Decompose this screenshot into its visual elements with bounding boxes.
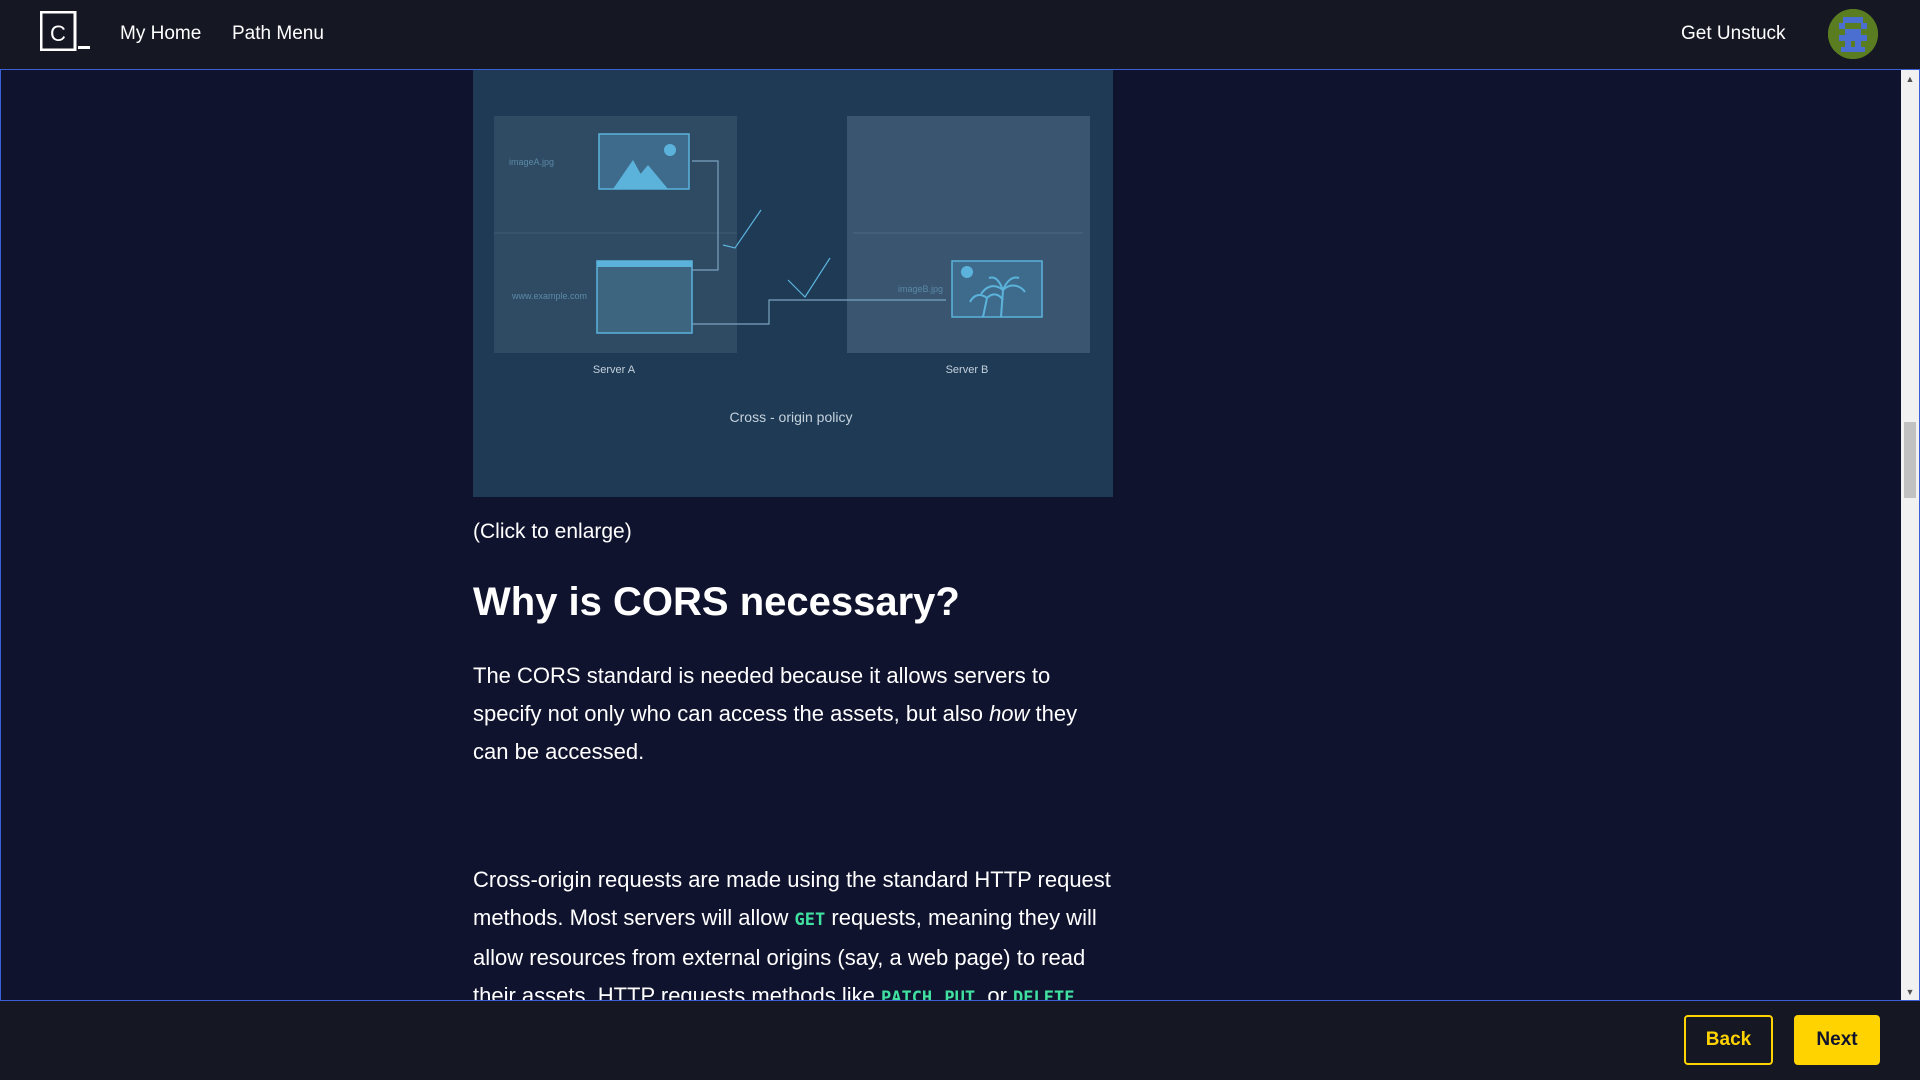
top-nav-bar: C My Home Path Menu Get Unstuck bbox=[0, 0, 1920, 69]
paragraph-2-sep-1: , bbox=[932, 983, 945, 1001]
paragraph-1: The CORS standard is needed because it a… bbox=[473, 657, 1113, 771]
paragraph-2-sep-2: , or bbox=[975, 983, 1014, 1001]
vertical-scrollbar[interactable]: ▲ ▼ bbox=[1901, 70, 1919, 1000]
scroll-down-arrow-icon[interactable]: ▼ bbox=[1905, 986, 1915, 997]
get-unstuck-link[interactable]: Get Unstuck bbox=[1681, 23, 1786, 44]
paragraph-2: Cross-origin requests are made using the… bbox=[473, 861, 1113, 1001]
next-button[interactable]: Next bbox=[1794, 1015, 1880, 1065]
section-heading: Why is CORS necessary? bbox=[473, 580, 960, 624]
back-button[interactable]: Back bbox=[1684, 1015, 1773, 1065]
code-put: PUT bbox=[944, 988, 976, 1001]
paragraph-1-emphasis: how bbox=[989, 701, 1030, 726]
logo-letter: C bbox=[50, 21, 66, 46]
scrollbar-thumb[interactable] bbox=[1904, 422, 1916, 498]
figure-caption: (Click to enlarge) bbox=[473, 520, 632, 543]
paragraph-2-text-c: , however, may be denied to prevent mali… bbox=[1074, 983, 1081, 1001]
user-avatar[interactable] bbox=[1828, 9, 1878, 59]
lesson-content-frame[interactable]: imageA.jpg www.example.com imageB.jpg Se… bbox=[0, 69, 1920, 1001]
nav-path-menu[interactable]: Path Menu bbox=[232, 23, 324, 44]
paragraph-2-text-b: requests, meaning they will allow resour… bbox=[473, 905, 1097, 1001]
code-patch: PATCH bbox=[880, 988, 933, 1001]
diagram-title: Cross - origin policy bbox=[730, 409, 853, 425]
paragraph-2-text-a: Cross-origin requests are made using the… bbox=[473, 867, 1111, 930]
paragraph-1-text-a: The CORS standard is needed because it a… bbox=[473, 663, 1051, 726]
code-delete: DELETE bbox=[1013, 988, 1075, 1001]
check-mark-a bbox=[722, 209, 762, 249]
avatar-pixel-icon bbox=[1828, 9, 1878, 59]
scroll-up-arrow-icon[interactable]: ▲ bbox=[1905, 73, 1915, 84]
cross-origin-diagram: imageA.jpg www.example.com imageB.jpg Se… bbox=[494, 116, 1090, 425]
paragraph-1-text-b: they can be accessed. bbox=[473, 701, 1078, 764]
image-a-label: imageA.jpg bbox=[509, 157, 554, 167]
codecademy-logo-icon[interactable]: C bbox=[40, 11, 90, 51]
code-get: GET bbox=[794, 910, 826, 930]
image-b-label: imageB.jpg bbox=[898, 284, 943, 294]
site-label: www.example.com bbox=[511, 291, 587, 301]
server-a-label: Server A bbox=[593, 364, 636, 376]
check-mark-b bbox=[787, 257, 831, 298]
cors-diagram-figure[interactable]: imageA.jpg www.example.com imageB.jpg Se… bbox=[473, 70, 1113, 497]
bottom-nav-bar: Back Next bbox=[0, 1001, 1920, 1080]
browser-window-shape bbox=[596, 260, 693, 334]
nav-my-home[interactable]: My Home bbox=[120, 23, 202, 44]
server-b-label: Server B bbox=[946, 364, 989, 376]
